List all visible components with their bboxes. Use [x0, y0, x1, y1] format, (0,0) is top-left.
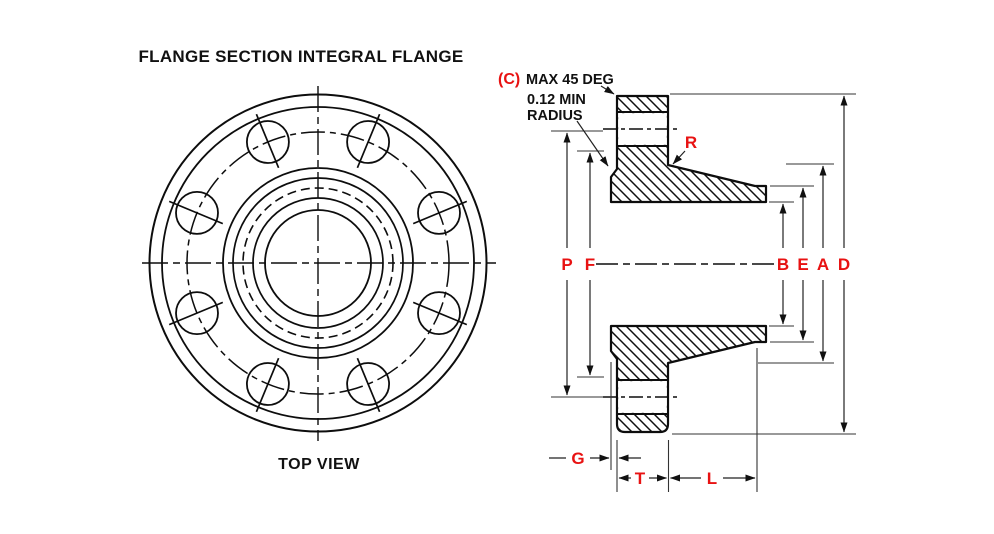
bolt-hole-centerlines: [168, 113, 468, 413]
fillet-radius-label: R: [685, 133, 697, 152]
bore-circle: [264, 209, 372, 317]
chamfer-ref-label: (C): [498, 71, 520, 88]
bolt-hole: [417, 190, 461, 235]
dim-label-F: F: [585, 255, 595, 274]
bolt-hole: [175, 190, 219, 235]
raised-face-circle: [252, 197, 384, 329]
bolt-hole: [245, 120, 290, 164]
bolt-circle: [186, 131, 450, 395]
section-bolt-holes: [603, 111, 681, 415]
radius-note-line1: 0.12 MIN: [527, 92, 586, 108]
flange-od-circle: [148, 93, 488, 433]
bolt-holes: [175, 120, 461, 406]
bolt-hole: [346, 362, 391, 406]
radius-leader-arrow: [576, 120, 609, 167]
hub-base-circle: [222, 167, 414, 359]
bolt-hole: [417, 291, 461, 336]
flange-top-view: [142, 86, 496, 441]
hidden-circle: [242, 187, 394, 339]
top-view-caption: TOP VIEW: [278, 456, 360, 473]
bolt-hole: [245, 362, 290, 406]
dim-label-P: P: [561, 255, 572, 274]
flange-section-view: [596, 94, 789, 434]
dim-label-L: L: [707, 469, 717, 488]
radius-note-line2: RADIUS: [527, 108, 583, 124]
dim-label-E: E: [797, 255, 808, 274]
flange-od-inner-circle: [161, 106, 475, 420]
bolt-hole: [346, 120, 391, 164]
hub-top-circle: [232, 177, 404, 349]
chamfer-leader-arrow: [600, 85, 615, 95]
dim-label-A: A: [817, 255, 829, 274]
dimension-lines: [549, 85, 856, 492]
chamfer-note: MAX 45 DEG: [526, 72, 614, 88]
dim-label-D: D: [838, 255, 850, 274]
dim-label-B: B: [777, 255, 789, 274]
dim-label-G: G: [571, 449, 584, 468]
dim-label-T: T: [635, 469, 646, 488]
bolt-hole: [175, 291, 219, 336]
drawing-title: FLANGE SECTION INTEGRAL FLANGE: [138, 47, 463, 66]
fillet-leader-arrow: [672, 150, 686, 165]
